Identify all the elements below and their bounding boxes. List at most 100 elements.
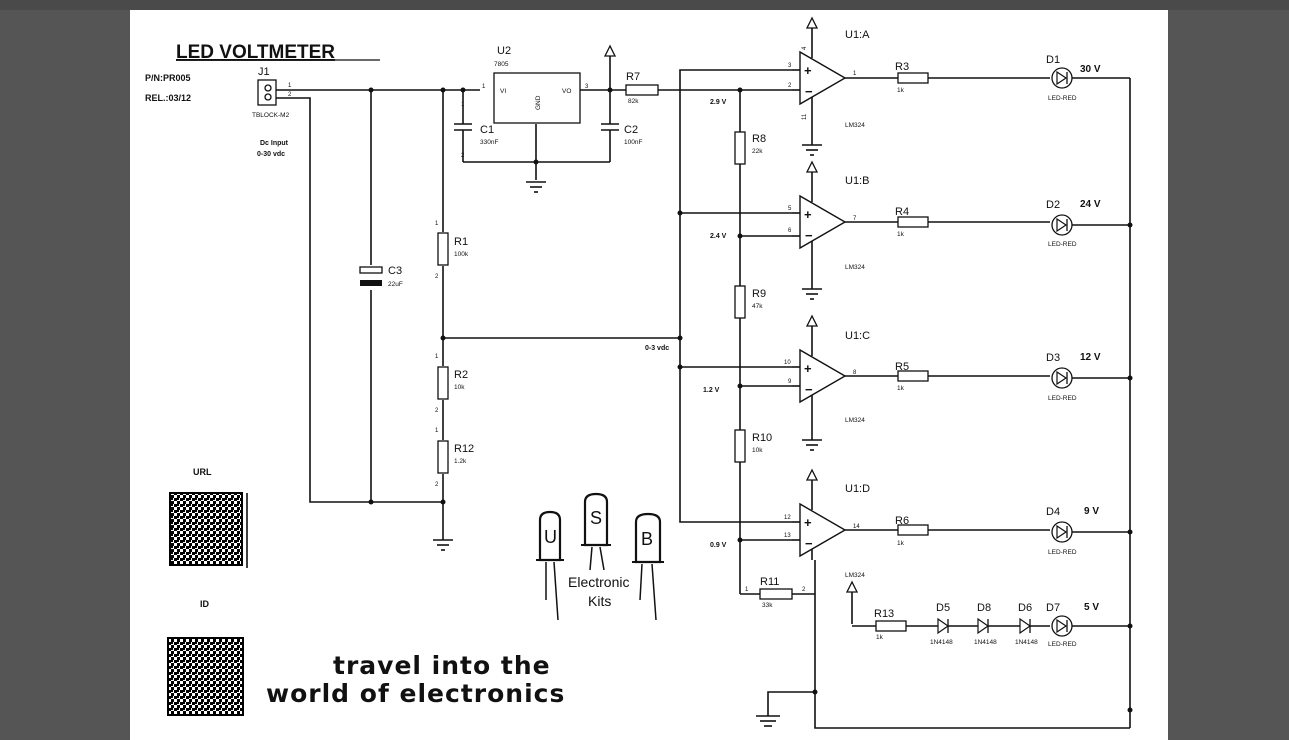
resistor-r8: R8 22k: [734, 131, 766, 165]
svg-text:2: 2: [802, 587, 806, 593]
output-stage-30v: R3 1k D1 LED-RED 30 V: [845, 54, 1130, 102]
svg-text:B: B: [641, 529, 653, 549]
svg-text:1: 1: [435, 221, 439, 227]
svg-text:D5: D5: [936, 602, 950, 614]
svg-text:D1: D1: [1046, 54, 1060, 66]
svg-text:LED-RED: LED-RED: [1048, 395, 1077, 402]
resistor-r9: R9 47k: [734, 285, 766, 319]
svg-text:1k: 1k: [897, 87, 905, 94]
svg-text:1: 1: [745, 587, 749, 593]
svg-text:2: 2: [435, 408, 439, 414]
svg-text:1.2k: 1.2k: [454, 458, 467, 465]
svg-text:8: 8: [853, 370, 857, 376]
svg-text:10: 10: [784, 360, 791, 366]
svg-text:1k: 1k: [876, 634, 884, 641]
capacitor-c3: C3 22uF: [359, 265, 403, 288]
svg-text:LM324: LM324: [845, 572, 865, 579]
svg-text:LM324: LM324: [845, 417, 865, 424]
svg-text:−: −: [805, 536, 813, 551]
svg-text:2: 2: [288, 92, 292, 98]
svg-text:D8: D8: [977, 602, 991, 614]
svg-text:D4: D4: [1046, 506, 1060, 518]
svg-text:7805: 7805: [494, 61, 509, 68]
svg-text:R7: R7: [626, 71, 640, 83]
svg-text:2: 2: [461, 153, 465, 159]
svg-text:100k: 100k: [454, 251, 469, 258]
opamp-u1a: + − U1:A LM324 321 4 11: [788, 16, 870, 156]
svg-text:R12: R12: [454, 443, 474, 455]
svg-text:D7: D7: [1046, 602, 1060, 614]
svg-text:24 V: 24 V: [1080, 199, 1101, 210]
svg-text:U1:C: U1:C: [845, 330, 870, 342]
svg-text:LM324: LM324: [845, 122, 865, 129]
ground-symbol: [433, 539, 453, 551]
svg-text:+: +: [804, 207, 812, 222]
capacitor-c1: C1 330nF 12: [454, 102, 498, 159]
svg-text:1: 1: [435, 428, 439, 434]
svg-text:330nF: 330nF: [480, 139, 498, 146]
svg-text:47k: 47k: [752, 303, 763, 310]
svg-text:1: 1: [482, 84, 486, 90]
svg-text:14: 14: [853, 524, 860, 530]
svg-text:R3: R3: [895, 61, 909, 73]
svg-text:3: 3: [585, 84, 589, 90]
svg-text:R10: R10: [752, 432, 772, 444]
svg-text:VO: VO: [562, 88, 571, 95]
svg-text:R4: R4: [895, 206, 909, 218]
revision: REL.:03/12: [145, 93, 191, 103]
svg-text:VI: VI: [500, 88, 506, 95]
svg-text:9 V: 9 V: [1084, 506, 1099, 517]
resistor-r1: R1 100k 12: [435, 221, 469, 280]
svg-text:2: 2: [788, 83, 792, 89]
return-rail: [756, 78, 1131, 729]
svg-text:10k: 10k: [752, 447, 763, 454]
reference-divider: [739, 90, 815, 595]
svg-text:D2: D2: [1046, 199, 1060, 211]
svg-text:1: 1: [461, 102, 465, 108]
ref-voltage-label: 1.2 V: [703, 387, 720, 394]
svg-text:100nF: 100nF: [624, 139, 642, 146]
svg-text:1: 1: [435, 354, 439, 360]
svg-text:Electronic: Electronic: [568, 574, 629, 590]
svg-text:1k: 1k: [897, 540, 905, 547]
resistor-r7: R7 82k: [625, 71, 792, 105]
schematic-page: LED VOLTMETER P/N:PR005 REL.:03/12 J1 TB…: [130, 10, 1168, 740]
svg-text:LM324: LM324: [845, 264, 865, 271]
svg-text:12: 12: [784, 515, 791, 521]
output-stage-24v: R4 1k D2 LED-RED 24 V: [845, 199, 1130, 248]
svg-text:30 V: 30 V: [1080, 64, 1101, 75]
svg-text:1N4148: 1N4148: [974, 639, 997, 646]
usb-electronic-kits-logo: U S B Electronic Kits: [536, 492, 664, 621]
sense-voltage-label: 0-3 vdc: [645, 345, 669, 352]
svg-text:22k: 22k: [752, 148, 763, 155]
svg-text:R9: R9: [752, 288, 766, 300]
svg-text:−: −: [805, 228, 813, 243]
svg-text:+: +: [804, 63, 812, 78]
junction-dots: [368, 87, 1133, 713]
svg-text:J1: J1: [258, 66, 270, 78]
svg-text:1N4148: 1N4148: [930, 639, 953, 646]
svg-text:TBLOCK-M2: TBLOCK-M2: [252, 112, 290, 119]
svg-text:−: −: [805, 84, 813, 99]
regulator-u2: U2 7805 VI VO GND 1 3: [482, 45, 626, 124]
svg-text:R8: R8: [752, 133, 766, 145]
ground-symbol: [526, 181, 546, 193]
svg-text:C3: C3: [388, 265, 402, 277]
svg-text:13: 13: [784, 533, 791, 539]
svg-text:5: 5: [788, 206, 792, 212]
svg-text:3: 3: [788, 63, 792, 69]
svg-text:D6: D6: [1018, 602, 1032, 614]
svg-text:Dc Input: Dc Input: [260, 140, 289, 147]
svg-text:10k: 10k: [454, 384, 465, 391]
ref-voltage-label: 2.9 V: [710, 99, 727, 106]
svg-text:1N4148: 1N4148: [1015, 639, 1038, 646]
svg-text:U1:A: U1:A: [845, 29, 870, 41]
svg-text:9: 9: [788, 379, 792, 385]
url-label: URL: [193, 467, 212, 477]
svg-text:LED-RED: LED-RED: [1048, 241, 1077, 248]
svg-text:U: U: [544, 527, 557, 547]
url-qr-code: [169, 492, 243, 566]
id-qr-code: [167, 637, 244, 716]
svg-text:LED-RED: LED-RED: [1048, 95, 1077, 102]
svg-text:82k: 82k: [628, 98, 639, 105]
